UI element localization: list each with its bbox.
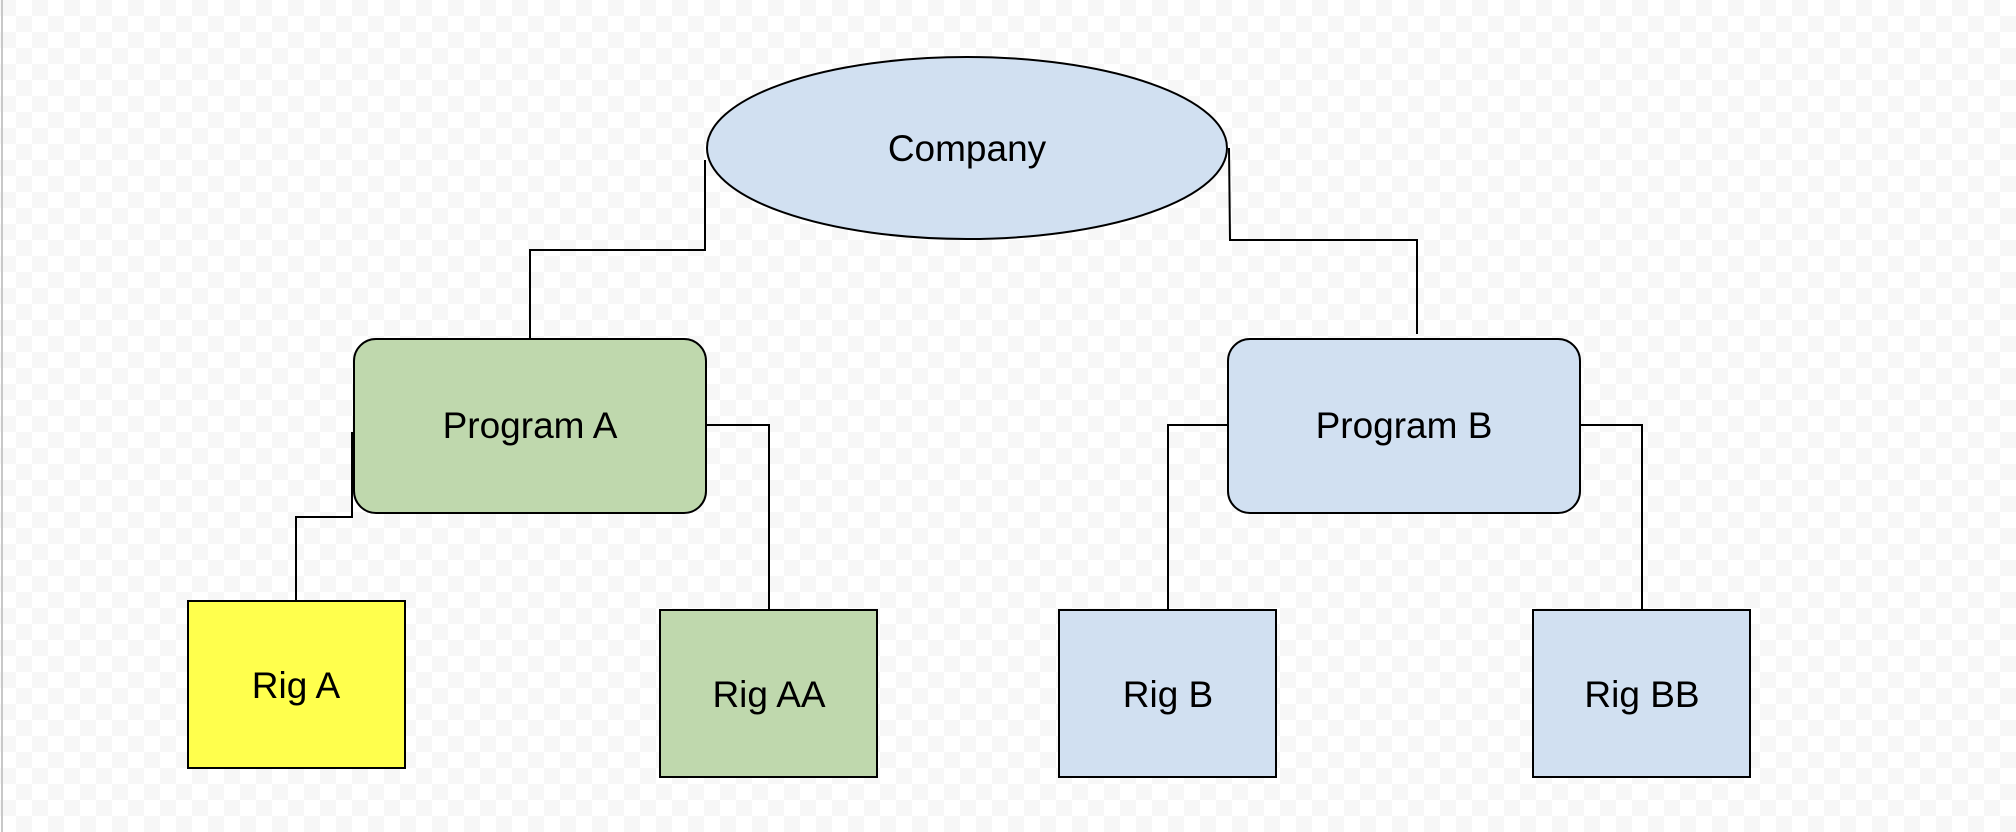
rig-bb-shape [1532,609,1751,778]
edge-company-program-a[interactable] [529,160,706,338]
rig-a-shape [187,600,406,769]
edge-program-a-rig-a[interactable] [295,432,353,601]
edge-program-a-rig-aa[interactable] [707,424,770,610]
node-program-b[interactable]: Program B [1227,338,1581,514]
edge-company-program-b[interactable] [1228,147,1418,334]
rig-bb-label: Rig BB [1584,674,1699,715]
rig-b-shape [1058,609,1277,778]
program-b-shape [1227,338,1581,514]
program-b-label: Program B [1316,405,1493,446]
node-company[interactable]: Company [706,56,1228,240]
edge-program-b-rig-bb[interactable] [1580,424,1643,610]
node-rig-b[interactable]: Rig B [1058,609,1277,778]
rig-a-label: Rig A [252,665,341,706]
node-program-a[interactable]: Program A [353,338,707,514]
program-a-shape [353,338,707,514]
edge-program-b-rig-b[interactable] [1167,424,1227,610]
node-rig-aa[interactable]: Rig AA [659,609,878,778]
rig-aa-shape [659,609,878,778]
rig-aa-label: Rig AA [712,674,825,715]
rig-b-label: Rig B [1123,674,1213,715]
program-a-label: Program A [443,405,618,446]
company-label: Company [888,128,1047,169]
company-shape [706,56,1228,240]
node-rig-a[interactable]: Rig A [187,600,406,769]
node-rig-bb[interactable]: Rig BB [1532,609,1751,778]
